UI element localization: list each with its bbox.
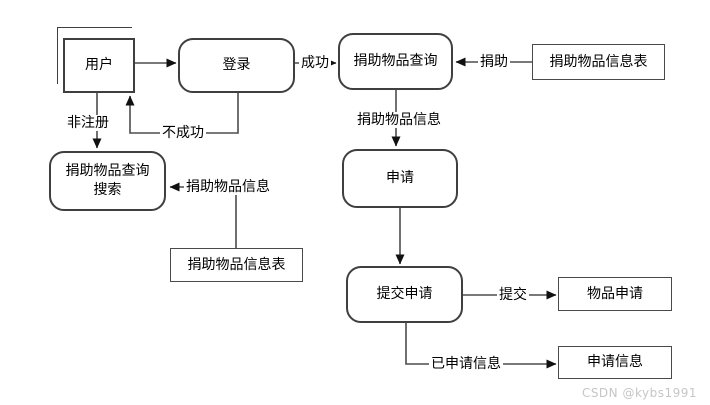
node-login: 登录 [178,38,295,93]
node-apply-label: 申请 [386,170,414,187]
node-donation-query-search-label: 捐助物品查询搜索 [65,163,150,198]
node-apply-info-label: 申请信息 [587,354,643,371]
node-submit-apply: 提交申请 [346,266,463,323]
node-item-apply-label: 物品申请 [587,285,643,302]
edge-label-success: 成功 [299,54,331,72]
edge-label-applied-info: 已申请信息 [429,355,503,373]
node-donation-info-table-top: 捐助物品信息表 [532,44,665,80]
node-item-apply: 物品申请 [558,277,672,311]
node-donation-info-table-top-label: 捐助物品信息表 [549,53,648,70]
node-donation-info-table-mid-label: 捐助物品信息表 [187,256,286,273]
edge-submit-apply-info [405,323,557,369]
edge-label-donate: 捐助 [478,53,510,71]
node-donation-query: 捐助物品查询 [338,33,453,90]
csdn-watermark: CSDN @kybs1991 [581,386,697,400]
node-donation-info-table-mid: 捐助物品信息表 [170,248,303,282]
node-donation-query-search: 捐助物品查询搜索 [49,151,166,211]
node-donation-query-label: 捐助物品查询 [353,53,438,70]
node-submit-apply-label: 提交申请 [376,286,433,303]
edge-label-donation-info-left: 捐助物品信息 [184,178,272,196]
edge-infotable-query-search [169,182,237,248]
edge-label-not-registered: 非注册 [65,114,111,132]
edge-label-fail: 不成功 [160,124,206,142]
node-apply: 申请 [342,149,458,208]
node-user: 用户 [63,38,135,93]
node-apply-info: 申请信息 [558,346,672,379]
edge-label-donation-info-right: 捐助物品信息 [355,111,443,129]
user-entity-offset-corner [57,27,132,84]
edge-label-submit: 提交 [497,286,529,304]
node-user-label: 用户 [85,57,113,74]
node-login-label: 登录 [222,57,251,74]
